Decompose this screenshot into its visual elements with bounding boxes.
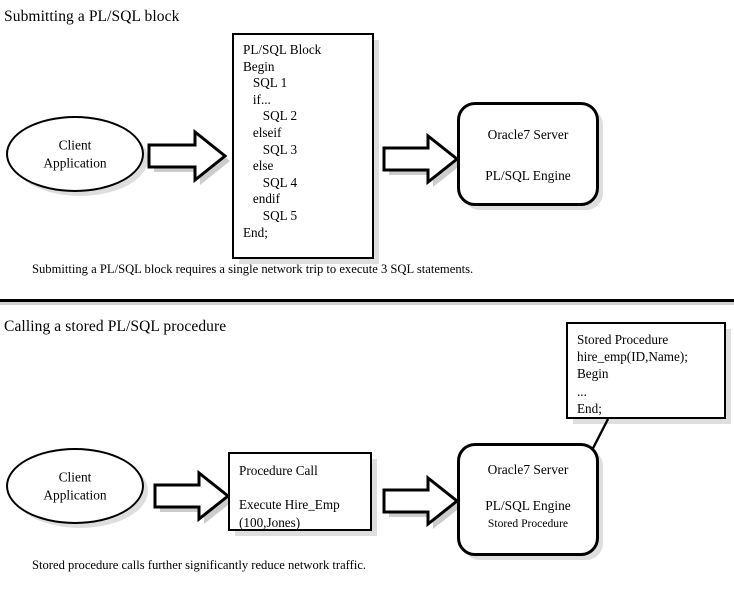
stored-procedure-box: Stored Procedure hire_emp(ID,Name); Begi… — [566, 322, 726, 419]
client-application-label: Client Application — [43, 469, 107, 503]
client-application-ellipse-bottom: Client Application — [6, 448, 144, 524]
procedure-call-code: Procedure Call Execute Hire_Emp (100,Jon… — [239, 463, 340, 530]
plsql-block-code: PL/SQL Block Begin SQL 1 if... SQL 2 els… — [243, 42, 322, 240]
client-application-ellipse-top: Client Application — [6, 116, 144, 192]
section-divider — [0, 299, 734, 302]
oracle-server-box-top: Oracle7 Server PL/SQL Engine — [457, 102, 599, 206]
ellipse-shape — [6, 116, 144, 192]
ellipse-shape — [6, 448, 144, 524]
plsql-engine-label: PL/SQL Engine — [485, 168, 571, 183]
caption-submitting-block: Submitting a PL/SQL block requires a sin… — [32, 262, 474, 276]
section-title-calling-procedure: Calling a stored PL/SQL procedure — [4, 318, 227, 335]
caption-calling-procedure: Stored procedure calls further significa… — [32, 558, 367, 572]
arrow-right-icon — [381, 474, 462, 529]
oracle-server-box-bottom: Oracle7 Server PL/SQL Engine Stored Proc… — [457, 443, 599, 556]
stored-procedure-label: Stored Procedure — [487, 517, 569, 530]
arrow-right-icon — [145, 128, 230, 185]
stored-procedure-code: Stored Procedure hire_emp(ID,Name); Begi… — [577, 332, 688, 416]
plsql-engine-label: PL/SQL Engine — [485, 498, 571, 513]
section-title-submitting-block: Submitting a PL/SQL block — [4, 8, 180, 25]
plsql-block-box: PL/SQL Block Begin SQL 1 if... SQL 2 els… — [232, 33, 374, 259]
client-application-label: Client Application — [43, 137, 107, 171]
arrow-right-icon — [381, 132, 462, 187]
oracle-server-title: Oracle7 Server — [487, 127, 569, 142]
oracle-server-title: Oracle7 Server — [487, 462, 569, 477]
procedure-call-box: Procedure Call Execute Hire_Emp (100,Jon… — [228, 452, 372, 531]
arrow-right-icon — [152, 469, 233, 524]
